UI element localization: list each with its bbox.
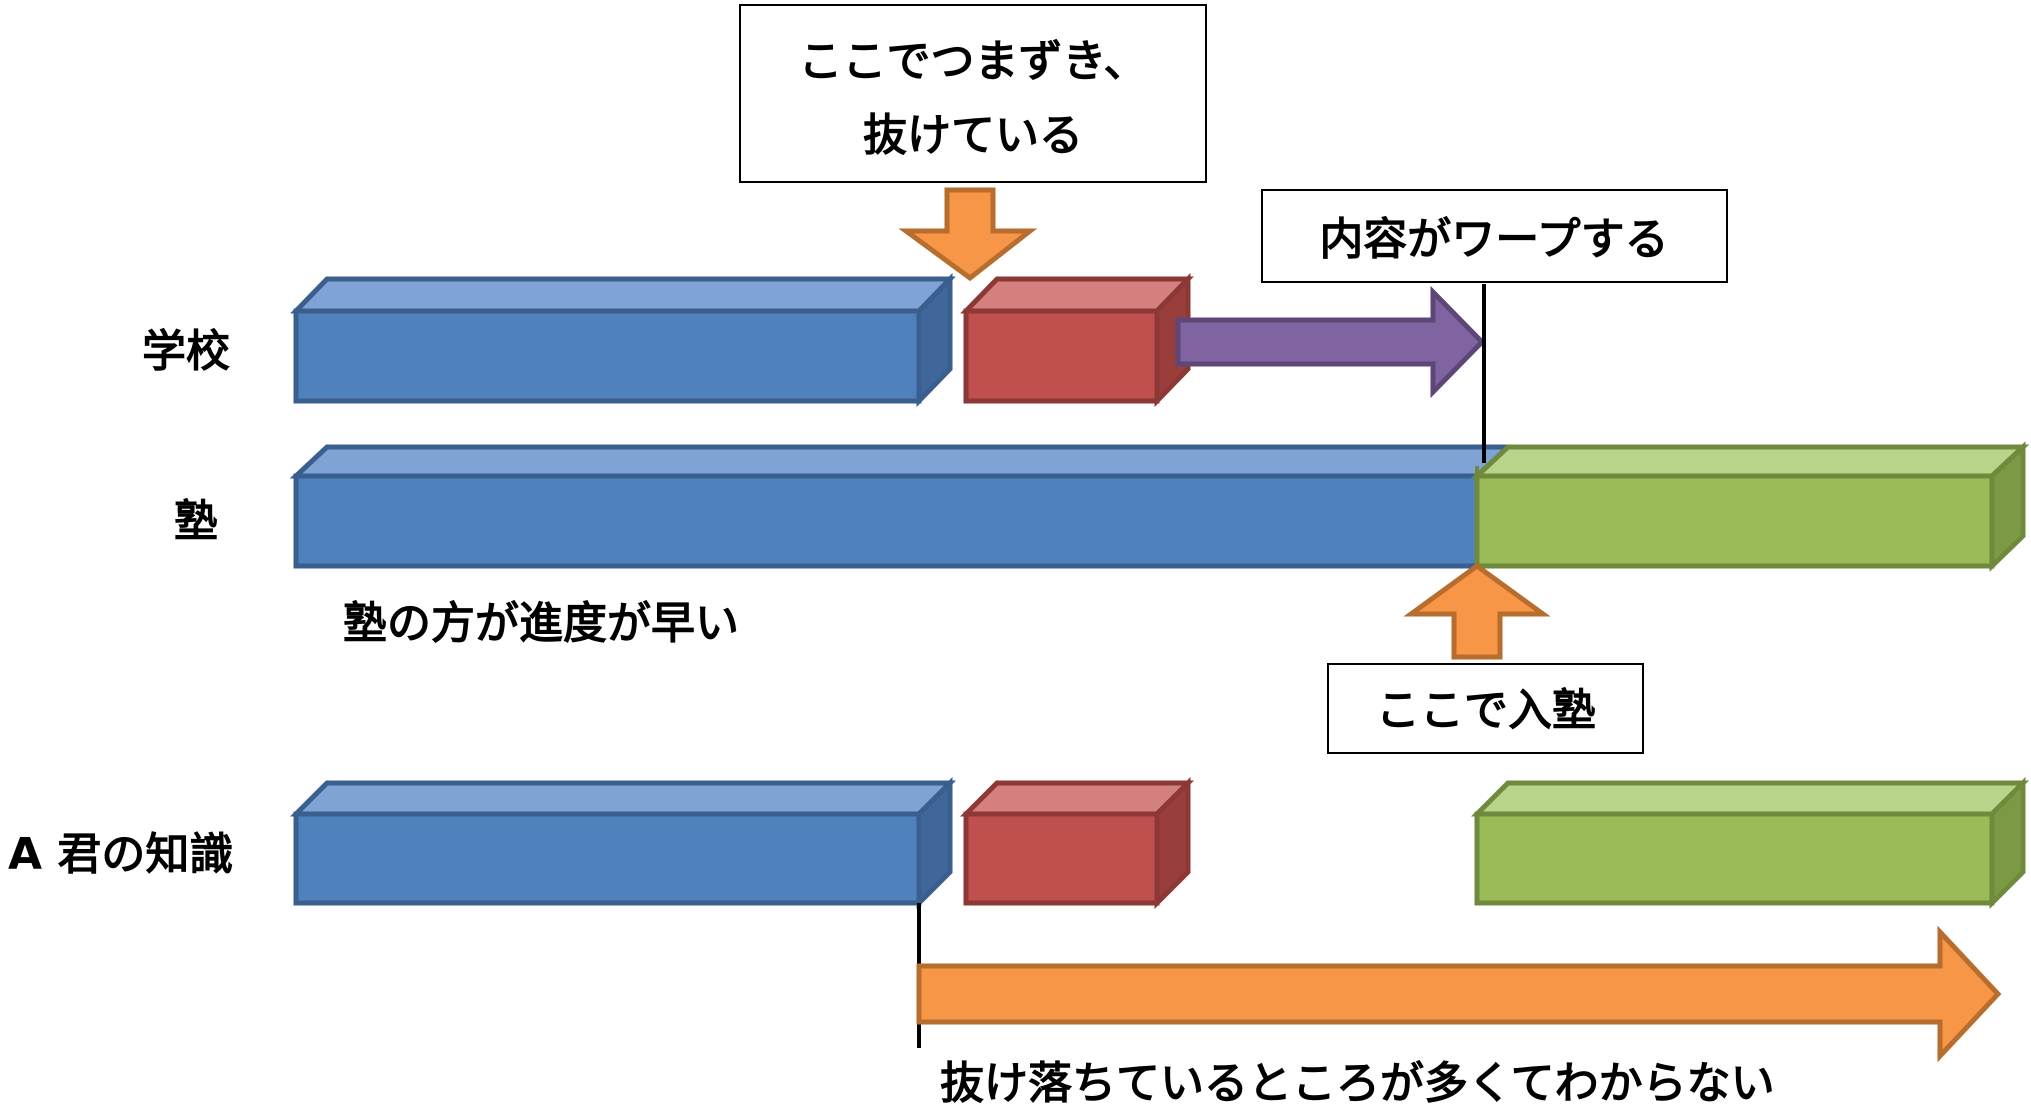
- caption-juku-faster: 塾の方が進度が早い: [343, 598, 739, 649]
- stumble-down-arrow: [898, 187, 1038, 282]
- knowledge-green-bar: [1470, 776, 2030, 910]
- school-red-bar: [960, 272, 1194, 408]
- warp-arrow: [1175, 285, 1486, 399]
- label-school: 学校: [142, 326, 230, 377]
- enter-up-arrow: [1403, 562, 1551, 660]
- knowledge-blue-bar: [289, 776, 957, 910]
- knowledge-red-bar: [959, 776, 1195, 910]
- stumble-callout-line1: ここでつまずき、: [799, 36, 1148, 87]
- label-a-knowledge: A 君の知識: [8, 829, 233, 880]
- stumble-callout-line2: 抜けている: [863, 110, 1083, 161]
- gaps-arrow: [916, 925, 2002, 1063]
- juku-blue-bar: [289, 444, 1515, 569]
- caption-gaps: 抜け落ちているところが多くてわからない: [940, 1058, 1775, 1107]
- warp-callout-box: [1261, 189, 1728, 283]
- enter-callout-box: [1327, 663, 1644, 754]
- school-blue-bar: [290, 272, 956, 408]
- enter-callout-text: ここで入塾: [1376, 685, 1596, 736]
- label-juku: 塾: [174, 496, 218, 547]
- warp-callout-text: 内容がワープする: [1319, 214, 1668, 265]
- juku-green-bar: [1470, 441, 2030, 572]
- stumble-callout-box: [739, 4, 1207, 183]
